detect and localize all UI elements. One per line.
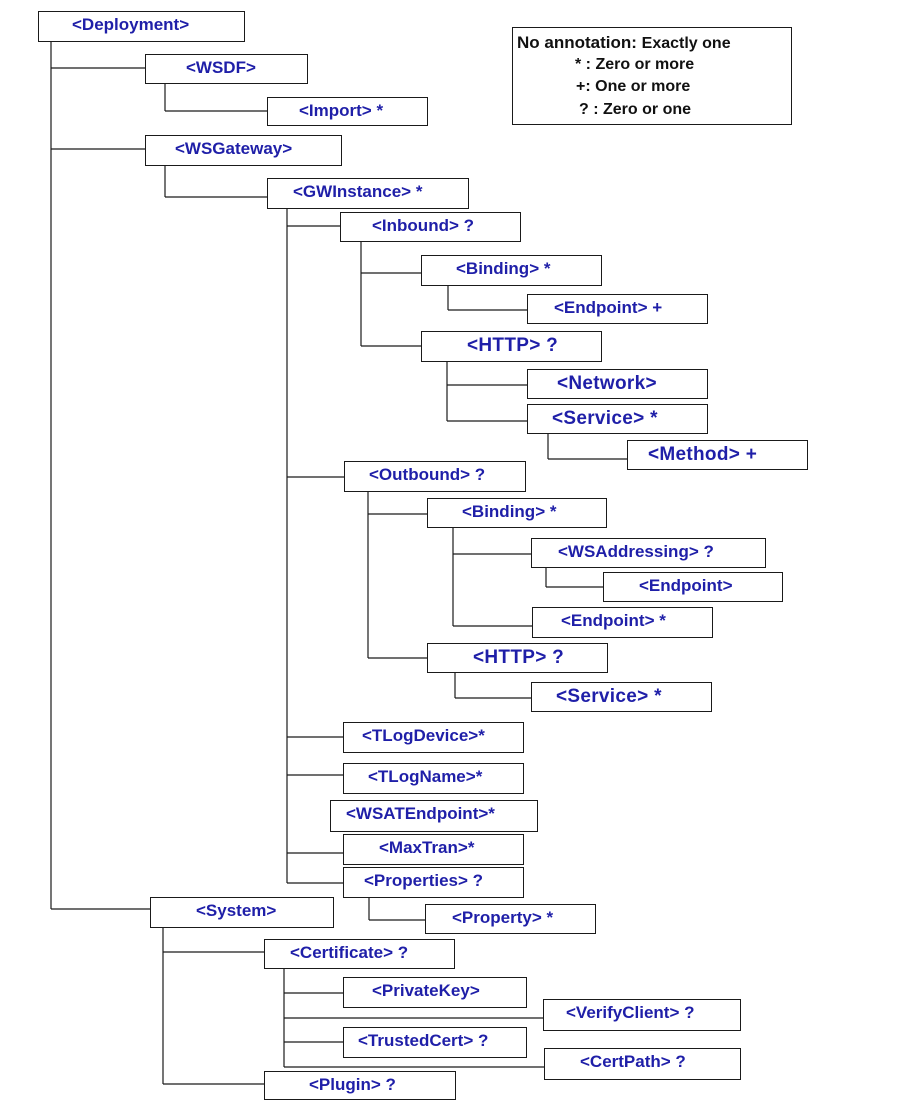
node-wsatendpoint: <WSATEndpoint>* [330,800,538,832]
node-method-label: <Method> + [648,444,758,465]
node-inbound-binding: <Binding> * [421,255,602,286]
node-trustedcert-label: <TrustedCert> ? [358,1031,489,1050]
node-maxtran-label: <MaxTran>* [379,838,475,857]
legend-title-label: No annotation: [517,33,637,52]
node-properties: <Properties> ? [343,867,524,898]
node-inbound-label: <Inbound> ? [372,216,474,235]
node-trustedcert: <TrustedCert> ? [343,1027,527,1058]
node-property: <Property> * [425,904,596,934]
node-deployment: <Deployment> [38,11,245,42]
node-inbound: <Inbound> ? [340,212,521,242]
node-privatekey-label: <PrivateKey> [372,981,480,1000]
node-wsaddressing: <WSAddressing> ? [531,538,766,568]
node-tlogdevice-label: <TLogDevice>* [362,726,485,745]
node-wsaddressing-endpoint: <Endpoint> [603,572,783,602]
node-certificate: <Certificate> ? [264,939,455,969]
node-tlogname-label: <TLogName>* [368,767,483,786]
node-certpath: <CertPath> ? [544,1048,741,1080]
legend-title: No annotation: Exactly one [517,33,731,53]
node-gwinstance: <GWInstance> * [267,178,469,209]
node-outbound: <Outbound> ? [344,461,526,492]
node-outbound-service: <Service> * [531,682,712,712]
node-network-label: <Network> [557,373,657,394]
node-deployment-label: <Deployment> [72,15,190,34]
node-outbound-label: <Outbound> ? [369,465,486,484]
node-properties-label: <Properties> ? [364,871,484,890]
node-outbound-service-label: <Service> * [556,686,662,707]
node-tlogdevice: <TLogDevice>* [343,722,524,753]
node-outbound-http-label: <HTTP> ? [473,647,565,668]
node-wsaddressing-endpoint-label: <Endpoint> [639,576,733,595]
legend-row-zero-or-one: ? : Zero or one [579,101,691,119]
node-outbound-binding-label: <Binding> * [462,502,557,521]
node-inbound-endpoint-label: <Endpoint> + [554,298,663,317]
node-privatekey: <PrivateKey> [343,977,527,1008]
legend-title-value: Exactly one [641,35,731,52]
node-tlogname: <TLogName>* [343,763,524,794]
node-verifyclient: <VerifyClient> ? [543,999,741,1031]
node-inbound-http: <HTTP> ? [421,331,602,362]
node-inbound-http-label: <HTTP> ? [467,335,559,356]
legend-text: Zero or one [603,101,692,118]
legend-symbol: ? : [579,101,599,118]
node-wsgateway-label: <WSGateway> [175,139,293,158]
node-inbound-service: <Service> * [527,404,708,434]
node-verifyclient-label: <VerifyClient> ? [566,1003,695,1022]
legend-row-one-or-more: +: One or more [576,78,690,96]
node-system: <System> [150,897,334,928]
legend-symbol: * : [575,56,591,73]
node-wsgateway: <WSGateway> [145,135,342,166]
legend-row-zero-or-more: * : Zero or more [575,56,694,74]
node-system-label: <System> [196,901,277,920]
node-property-label: <Property> * [452,908,554,927]
node-outbound-endpoint-label: <Endpoint> * [561,611,666,630]
node-wsatendpoint-label: <WSATEndpoint>* [346,804,495,823]
node-plugin: <Plugin> ? [264,1071,456,1100]
node-outbound-http: <HTTP> ? [427,643,608,673]
node-network: <Network> [527,369,708,399]
node-wsdf: <WSDF> [145,54,308,84]
node-gwinstance-label: <GWInstance> * [293,182,423,201]
node-inbound-service-label: <Service> * [552,408,658,429]
node-method: <Method> + [627,440,808,470]
node-import: <Import> * [267,97,428,126]
node-outbound-binding: <Binding> * [427,498,607,528]
node-certpath-label: <CertPath> ? [580,1052,686,1071]
node-wsaddressing-label: <WSAddressing> ? [558,542,714,561]
node-import-label: <Import> * [299,101,384,120]
legend-text: One or more [595,78,691,95]
node-plugin-label: <Plugin> ? [309,1075,396,1094]
legend-text: Zero or more [595,56,695,73]
node-wsdf-label: <WSDF> [186,58,256,77]
node-certificate-label: <Certificate> ? [290,943,409,962]
legend-symbol: +: [576,78,591,95]
node-maxtran: <MaxTran>* [343,834,524,865]
node-inbound-endpoint: <Endpoint> + [527,294,708,324]
node-inbound-binding-label: <Binding> * [456,259,551,278]
legend-box: No annotation: Exactly one * : Zero or m… [512,27,792,125]
node-outbound-endpoint: <Endpoint> * [532,607,713,638]
